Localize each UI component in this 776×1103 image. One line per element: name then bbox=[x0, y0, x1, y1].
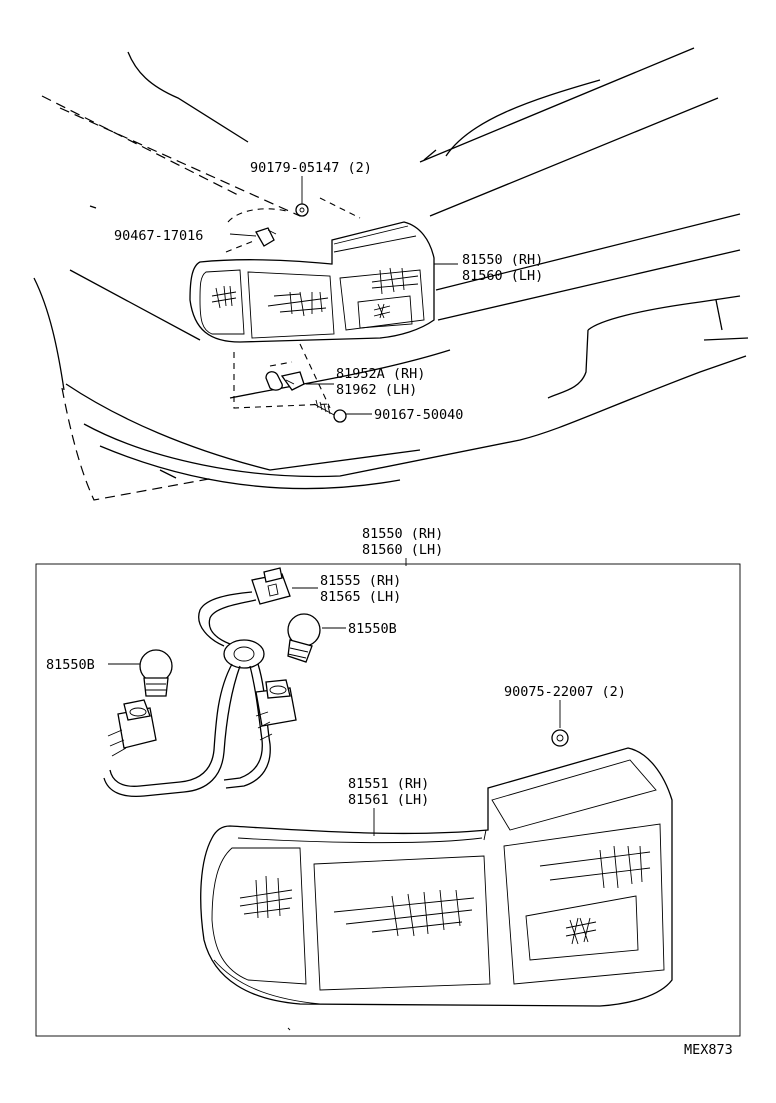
callout-assy-rh: 81550 (RH) bbox=[362, 526, 443, 542]
wiring-harness bbox=[103, 567, 291, 798]
callout-nut: 90075-22007 (2) bbox=[504, 684, 626, 700]
callout-lens-lh: 81561 (LH) bbox=[348, 792, 429, 808]
callout-screw-top: 90179-05147 (2) bbox=[250, 160, 372, 176]
socket-left bbox=[107, 699, 157, 757]
car-body-outline bbox=[33, 47, 749, 501]
callout-bulb-left: 81550B bbox=[46, 657, 95, 673]
fastener-clip-left bbox=[255, 227, 277, 247]
nut-part bbox=[551, 700, 569, 747]
bracket-screw bbox=[313, 399, 347, 423]
diagram-code: MEX873 bbox=[684, 1042, 733, 1058]
fastener-screw-top bbox=[295, 203, 309, 217]
socket-right bbox=[255, 679, 297, 741]
lower-leaders bbox=[108, 587, 375, 836]
callout-lamp-top-rh: 81550 (RH) bbox=[462, 252, 543, 268]
callout-bracket-lh: 81962 (LH) bbox=[336, 382, 417, 398]
tail-lamp-lens bbox=[200, 747, 673, 1007]
dot-mark bbox=[287, 1027, 291, 1031]
callout-lens-rh: 81551 (RH) bbox=[348, 776, 429, 792]
callout-clip-left: 90467-17016 bbox=[114, 228, 203, 244]
callout-socket-rh: 81555 (RH) bbox=[320, 573, 401, 589]
upper-guides bbox=[225, 197, 361, 409]
callout-bracket-rh: 81952A (RH) bbox=[336, 366, 425, 382]
exploded-view-frame bbox=[35, 563, 741, 1037]
bulb-left bbox=[139, 649, 173, 697]
callout-socket-lh: 81565 (LH) bbox=[320, 589, 401, 605]
tail-lamp-upper bbox=[189, 221, 435, 343]
bulb-right bbox=[287, 613, 321, 663]
upper-leaders bbox=[229, 176, 458, 415]
callout-lamp-top-lh: 81560 (LH) bbox=[462, 268, 543, 284]
callout-assy-lh: 81560 (LH) bbox=[362, 542, 443, 558]
bracket-part bbox=[265, 371, 305, 391]
callout-bulb-right: 81550B bbox=[348, 621, 397, 637]
callout-screw-bracket: 90167-50040 bbox=[374, 407, 463, 423]
